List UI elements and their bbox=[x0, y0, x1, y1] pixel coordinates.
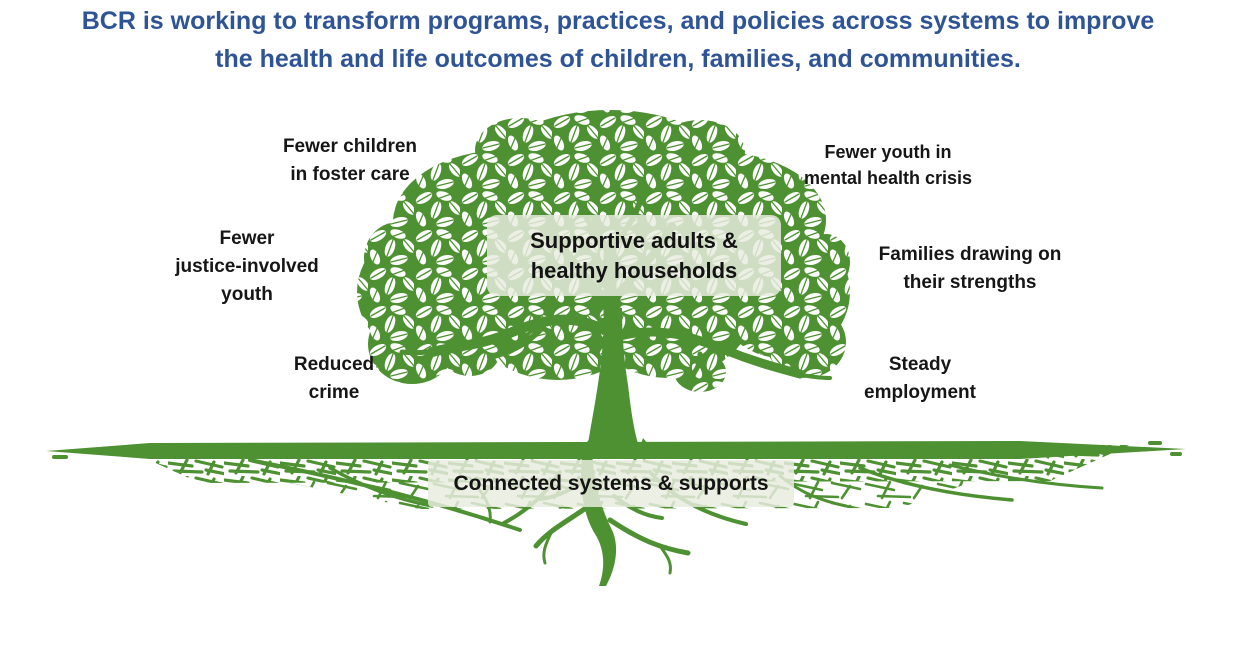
outcome-label-fewer-justice-involved-youth: Fewer justice-involved youth bbox=[175, 228, 319, 305]
page-title: BCR is working to transform programs, pr… bbox=[81, 7, 1155, 73]
tree-roots bbox=[46, 441, 1186, 586]
outcome-label-fewer-youth-mental-health-crisis: Fewer youth in mental health crisis bbox=[803, 142, 973, 188]
outcome-label-steady-employment: Steady employment bbox=[864, 354, 976, 403]
roots-label: Connected systems & supports bbox=[453, 471, 769, 495]
outcome-label-fewer-children-foster-care: Fewer children in foster care bbox=[282, 136, 418, 185]
roots-label-box: Connected systems & supports bbox=[428, 460, 794, 507]
outcome-label-families-drawing-on-strengths: Families drawing on their strengths bbox=[878, 244, 1062, 293]
outcome-label-reduced-crime: Reduced crime bbox=[293, 354, 375, 403]
canopy-label-box: Supportive adults & healthy households bbox=[487, 215, 781, 296]
canopy-label: Supportive adults & healthy households bbox=[530, 227, 738, 283]
